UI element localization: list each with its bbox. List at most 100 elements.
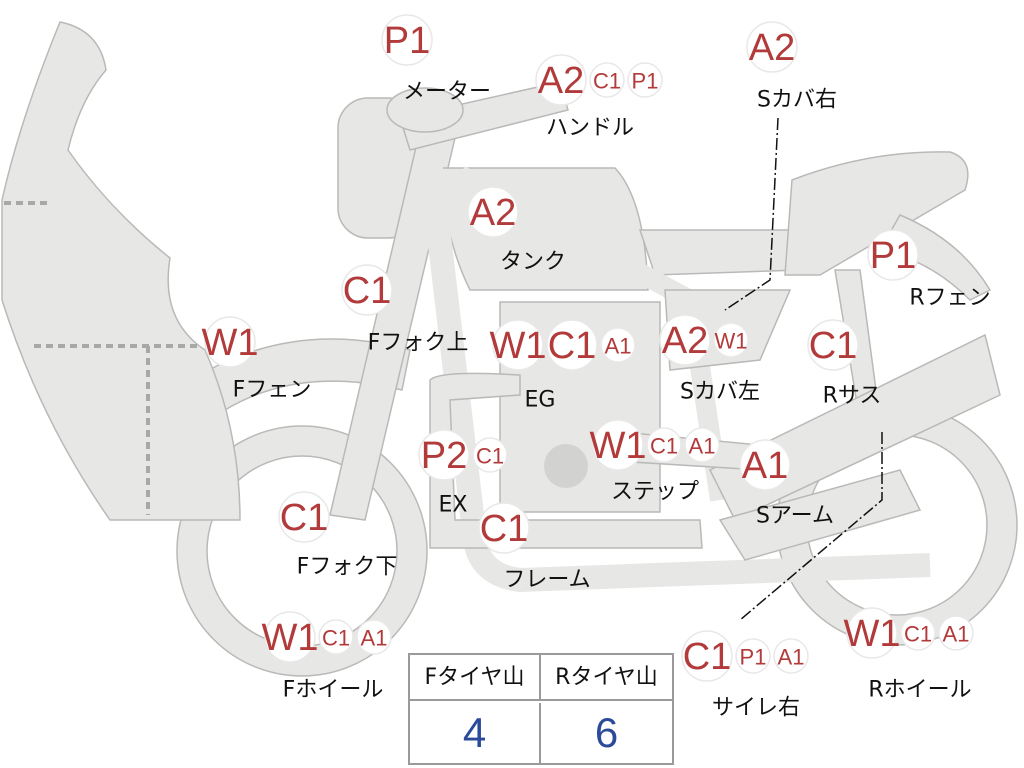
- badge-code: C1: [343, 270, 392, 312]
- badge-code: C1: [650, 434, 678, 459]
- rear-tire-value: 6: [594, 709, 619, 756]
- tire-tread-table: Fタイヤ山 Rタイヤ山 4 6: [408, 653, 674, 765]
- front-tire-header: Fタイヤ山: [410, 655, 541, 701]
- badge-code: C1: [548, 325, 597, 367]
- badge-code: W1: [590, 425, 647, 467]
- badge-circle: [381, 14, 433, 66]
- leader-side-cover-right: [724, 117, 779, 311]
- part-label: Sカバ右: [757, 88, 837, 113]
- badge-circle: [492, 319, 544, 371]
- badge-circle: [846, 607, 898, 659]
- badge-circle: [684, 427, 720, 463]
- badge-code: P1: [870, 235, 916, 277]
- badge-circle: [681, 630, 733, 682]
- handlebar-shape: [399, 81, 569, 151]
- part-label: Rホイール: [868, 678, 971, 703]
- badge-circle: [713, 322, 749, 358]
- part-label: フレーム: [503, 568, 590, 593]
- badge-code: P1: [740, 645, 767, 670]
- badge-circle: [546, 319, 598, 371]
- part-frame: C1 フレーム: [478, 502, 591, 593]
- badge-code: W1: [262, 617, 319, 659]
- badge-code: W1: [490, 325, 547, 367]
- badge-circle: [264, 611, 316, 663]
- badge-code: C1: [809, 325, 858, 367]
- badge-code: C1: [904, 622, 932, 647]
- badge-code: W1: [844, 613, 901, 655]
- badge-code: A1: [361, 626, 388, 651]
- leader-muffler-right: [739, 432, 883, 621]
- badge-circle: [659, 314, 711, 366]
- badge-code: P1: [384, 20, 430, 62]
- badge-code: P1: [632, 69, 659, 94]
- part-label: Fフェン: [233, 378, 312, 403]
- part-label: Fフォク下: [297, 555, 398, 580]
- front-fender-shape: [203, 338, 411, 412]
- part-label: Sカバ左: [680, 380, 760, 405]
- badge-code: A1: [742, 445, 788, 487]
- badge-code: C1: [322, 626, 350, 651]
- part-label: EX: [439, 493, 468, 518]
- part-label: Sアーム: [756, 504, 834, 529]
- badge-code: C1: [593, 69, 621, 94]
- badge-code: C1: [280, 497, 329, 539]
- part-label: サイレ右: [712, 696, 800, 721]
- badge-circle: [472, 437, 508, 473]
- tail-shape: [784, 151, 969, 276]
- badge-circle: [318, 619, 354, 655]
- badge-code: C1: [480, 508, 529, 550]
- rear-tire-header: Rタイヤ山: [541, 655, 672, 701]
- part-label: EG: [525, 388, 556, 413]
- badge-code: C1: [683, 636, 732, 678]
- badge-circle: [900, 615, 936, 651]
- part-meter: P1 メーター: [381, 14, 491, 105]
- part-handle: A2 C1 P1 ハンドル: [535, 54, 663, 141]
- badge-code: A2: [749, 27, 795, 69]
- badge-circle: [592, 419, 644, 471]
- badge-circle: [600, 327, 636, 363]
- badge-code: A1: [689, 434, 716, 459]
- part-tank: A2 タンク: [467, 186, 566, 275]
- front-tire-value: 4: [410, 703, 541, 763]
- badge-code: A2: [470, 192, 516, 234]
- badge-circle: [418, 429, 470, 481]
- engine-case: [544, 444, 588, 488]
- badge-code: P2: [421, 435, 467, 477]
- seat-shape: [638, 229, 801, 276]
- fairing-shape: [1, 21, 241, 521]
- badge-circle: [746, 21, 798, 73]
- badge-circle: [773, 638, 809, 674]
- meter-shape: [386, 87, 464, 133]
- muffler-shape: [718, 469, 922, 561]
- part-label: Rフェン: [909, 286, 990, 311]
- badge-code: A1: [778, 645, 805, 670]
- part-label: ハンドル: [546, 116, 634, 141]
- part-label: メーター: [403, 80, 491, 105]
- badge-circle: [735, 638, 771, 674]
- badge-circle: [341, 264, 393, 316]
- badge-code: A2: [538, 60, 584, 102]
- badge-code: A1: [605, 334, 632, 359]
- badge-circle: [478, 502, 530, 554]
- leader-lines: [724, 117, 883, 621]
- badge-circle: [627, 62, 663, 98]
- part-label: タンク: [500, 250, 566, 275]
- part-muffler-right: C1 P1 A1 サイレ右: [681, 630, 809, 721]
- badge-code: A1: [943, 622, 970, 647]
- badge-circle: [278, 491, 330, 543]
- badge-circle: [356, 619, 392, 655]
- badge-code: A2: [662, 320, 708, 362]
